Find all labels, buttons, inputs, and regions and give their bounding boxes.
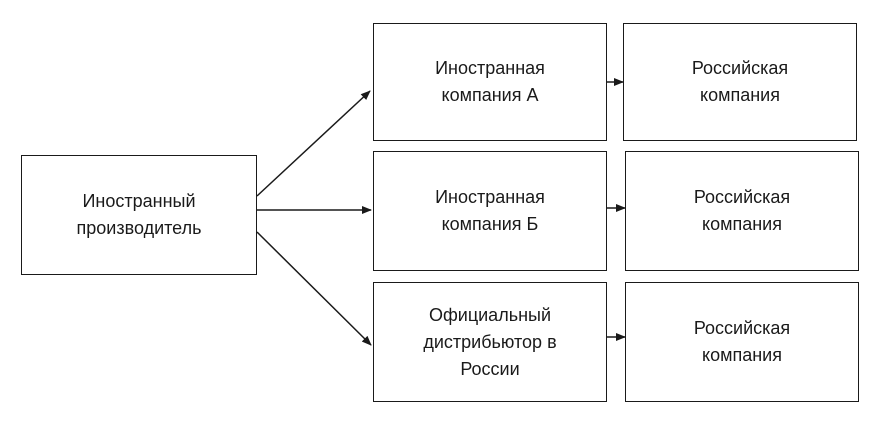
foreign-manufacturer-box: Иностранный производитель [21, 155, 257, 275]
foreign-company-a-label: Иностранная компания А [435, 58, 545, 105]
foreign-company-b-box: Иностранная компания Б [373, 151, 607, 271]
russian-company-label-2: Российская компания [693, 187, 791, 234]
official-distributor-box: Официальный дистрибьютор в России [373, 282, 607, 402]
official-distributor-label: Официальный дистрибьютор в России [423, 304, 557, 379]
foreign-company-a-box: Иностранная компания А [373, 23, 607, 141]
russian-company-box-3: Российская компания [625, 282, 859, 402]
russian-company-label-1: Российская компания [691, 58, 789, 105]
foreign-company-b-label: Иностранная компания Б [435, 187, 545, 234]
arrow-manufacturer-to-company-a [256, 90, 371, 197]
arrow-manufacturer-to-distributor [256, 231, 372, 346]
russian-company-box-2: Российская компания [625, 151, 859, 271]
foreign-manufacturer-label: Иностранный производитель [76, 191, 202, 238]
russian-company-box-1: Российская компания [623, 23, 857, 141]
russian-company-label-3: Российская компания [693, 318, 791, 365]
